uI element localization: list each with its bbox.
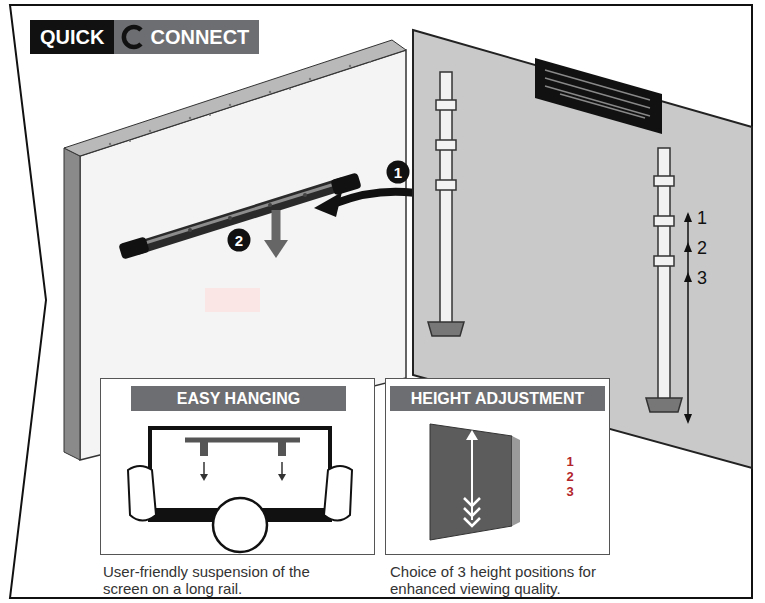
panel-ground [100,378,375,555]
feature-panel: HEIGHT ADJUSTMENTChoice of 3 height posi… [385,378,610,555]
logo-c-symbol [124,27,141,47]
wall-rail [118,172,361,259]
height-position-number: 2 [566,470,573,484]
panel-ground [385,378,610,555]
logo-c-symbol [120,24,146,50]
callout-number: 2 [228,229,251,252]
logo-text: QUICK [40,25,104,49]
height-position-number: 3 [697,268,707,288]
height-arrows [684,212,692,424]
height-illustration [430,424,520,540]
height-position-number: 2 [697,238,707,258]
logo-text: CONNECT [150,25,249,49]
height-position-number: 3 [566,485,573,499]
panel-caption: Choice of 3 height positions for enhance… [390,563,602,597]
logo-block: CONNECT [114,20,259,54]
height-position-number: 1 [697,208,707,228]
drop-arrow [264,210,288,258]
logo-block: QUICK [30,20,114,54]
tv-bracket [428,72,682,412]
panel-caption: User-friendly suspension of the screen o… [103,563,315,597]
feature-panel: EASY HANGINGUser-friendly suspension of … [100,378,375,555]
hanging-illustration [128,428,352,552]
outer-frame [10,5,752,598]
panel-heading: EASY HANGING [131,386,346,411]
callout-number: 1 [387,161,410,184]
height-position-number: 1 [566,455,573,469]
panel-heading: HEIGHT ADJUSTMENT [390,386,605,411]
